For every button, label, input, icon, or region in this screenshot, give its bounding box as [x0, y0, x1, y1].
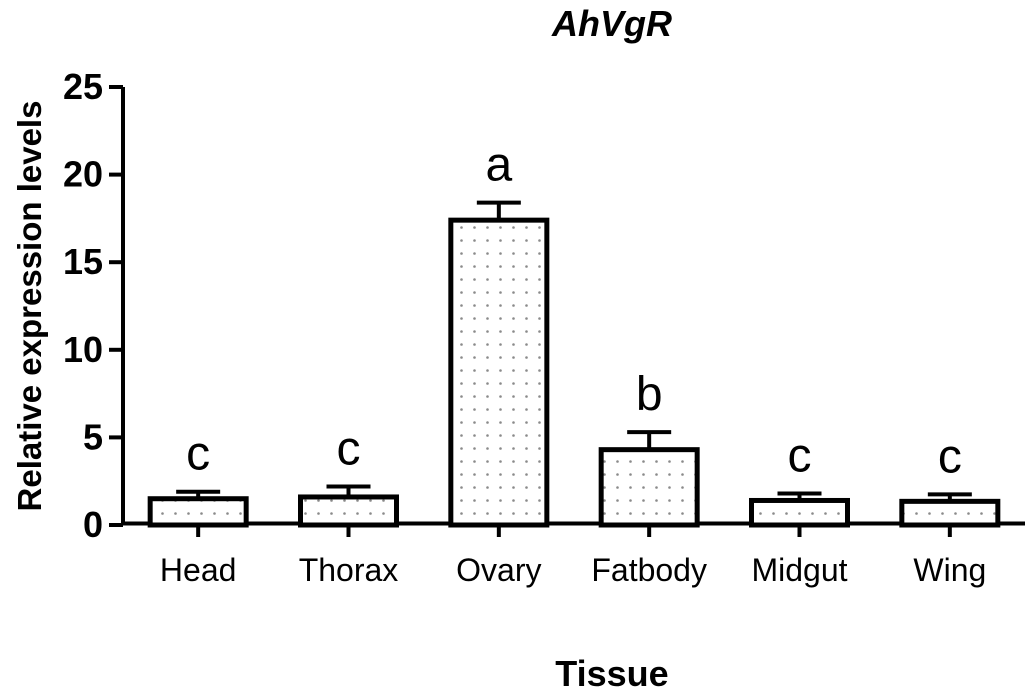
significance-letter: c: [938, 430, 962, 483]
bar-wing: [899, 498, 1001, 528]
x-axis-label: Tissue: [555, 653, 668, 691]
svg-text:Relative expression levels: Relative expression levels: [11, 101, 48, 512]
y-tick-label: 10: [63, 329, 103, 370]
bar-thorax: [298, 494, 399, 528]
y-tick-label: 20: [63, 154, 103, 195]
bar-fatbody: [598, 447, 700, 528]
x-tick-label: Midgut: [751, 552, 847, 588]
bar-head: [147, 496, 249, 528]
y-axis-label: Relative expression levels: [11, 101, 48, 512]
significance-letter: b: [636, 368, 663, 421]
bar-ovary: [448, 217, 550, 528]
significance-letter: c: [788, 429, 812, 482]
significance-letter: c: [337, 422, 361, 475]
x-tick-label: Ovary: [456, 552, 541, 588]
significance-letter: c: [186, 428, 210, 481]
y-tick-label: 25: [63, 66, 103, 107]
significance-letter: a: [485, 139, 512, 192]
y-tick-label: 0: [83, 504, 103, 545]
y-tick-label: 15: [63, 241, 103, 282]
x-tick-label: Thorax: [299, 552, 399, 588]
x-tick-label: Fatbody: [591, 552, 707, 588]
y-tick-label: 5: [83, 416, 103, 457]
chart-title: AhVgR: [551, 3, 672, 44]
x-tick-label: Wing: [913, 552, 986, 588]
x-tick-label: Head: [160, 552, 237, 588]
bar-midgut: [749, 497, 850, 528]
